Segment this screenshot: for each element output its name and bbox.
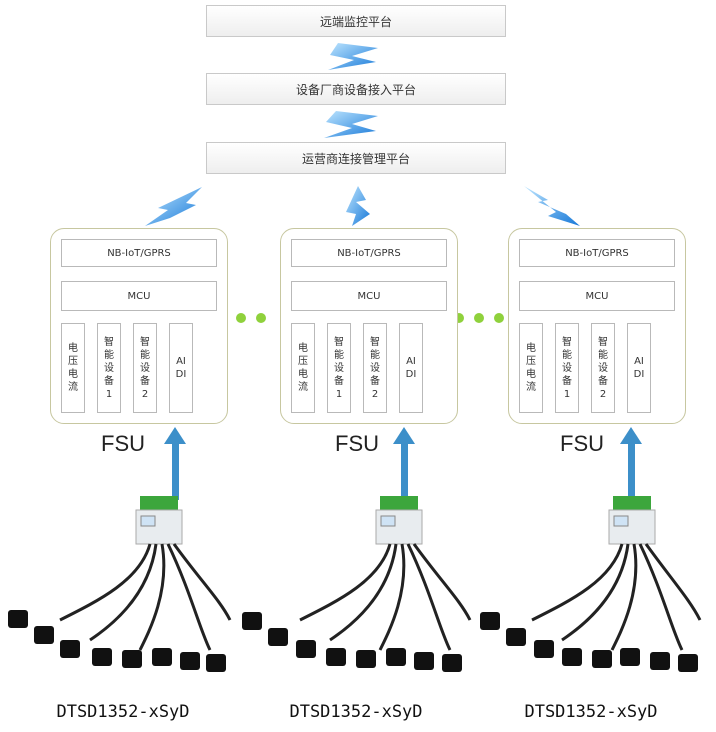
comm-module: NB-IoT/GPRS — [519, 239, 675, 267]
fsu-label: FSU — [101, 431, 145, 456]
platform-label: 远端监控平台 — [319, 14, 392, 29]
ai-di-cell: AI DI — [399, 323, 423, 413]
wireless-icon — [346, 186, 370, 226]
comm-module: NB-IoT/GPRS — [61, 239, 217, 267]
wireless-icon — [145, 187, 202, 226]
meter-device-1 — [8, 496, 232, 672]
smart-device-2-cell: 智能设备2 — [363, 323, 387, 413]
comm-module: NB-IoT/GPRS — [291, 239, 447, 267]
platform-label: 运营商连接管理平台 — [301, 151, 410, 166]
fsu-unit-1: NB-IoT/GPRS MCU 电压电流 智能设备1 智能设备2 AI DI — [50, 228, 228, 424]
fsu-unit-3: NB-IoT/GPRS MCU 电压电流 智能设备1 智能设备2 AI DI — [508, 228, 686, 424]
smart-device-2-cell: 智能设备2 — [133, 323, 157, 413]
ellipsis-dot — [474, 313, 484, 323]
device-model-label: DTSD1352-xSyD — [56, 702, 190, 722]
vendor-access-platform: 设备厂商设备接入平台 — [206, 73, 506, 105]
uplink-arrow — [393, 427, 415, 500]
mcu-module: MCU — [519, 281, 675, 311]
smart-device-1-cell: 智能设备1 — [97, 323, 121, 413]
smart-device-2-cell: 智能设备2 — [591, 323, 615, 413]
ellipsis-dot — [236, 313, 246, 323]
voltage-current-cell: 电压电流 — [291, 323, 315, 413]
wireless-icon — [524, 186, 580, 226]
carrier-connection-platform: 运营商连接管理平台 — [206, 142, 506, 174]
fsu-label: FSU — [560, 431, 604, 456]
voltage-current-cell: 电压电流 — [61, 323, 85, 413]
meter-device-2 — [242, 496, 472, 672]
uplink-arrow — [620, 427, 642, 500]
ai-di-cell: AI DI — [169, 323, 193, 413]
uplink-arrow — [164, 427, 186, 500]
ellipsis-dot — [454, 313, 464, 323]
fsu-unit-2: NB-IoT/GPRS MCU 电压电流 智能设备1 智能设备2 AI DI — [280, 228, 458, 424]
smart-device-1-cell: 智能设备1 — [327, 323, 351, 413]
ellipsis-dot — [494, 313, 504, 323]
wireless-icon — [324, 111, 378, 138]
device-model-label: DTSD1352-xSyD — [524, 702, 658, 722]
mcu-module: MCU — [291, 281, 447, 311]
ai-di-cell: AI DI — [627, 323, 651, 413]
ellipsis-dot — [256, 313, 266, 323]
smart-device-1-cell: 智能设备1 — [555, 323, 579, 413]
device-model-label: DTSD1352-xSyD — [289, 702, 423, 722]
platform-label: 设备厂商设备接入平台 — [295, 82, 416, 97]
fsu-label: FSU — [335, 431, 379, 456]
remote-monitoring-platform: 远端监控平台 — [206, 5, 506, 37]
mcu-module: MCU — [61, 281, 217, 311]
wireless-icon — [328, 43, 378, 70]
voltage-current-cell: 电压电流 — [519, 323, 543, 413]
meter-device-3 — [480, 496, 702, 672]
